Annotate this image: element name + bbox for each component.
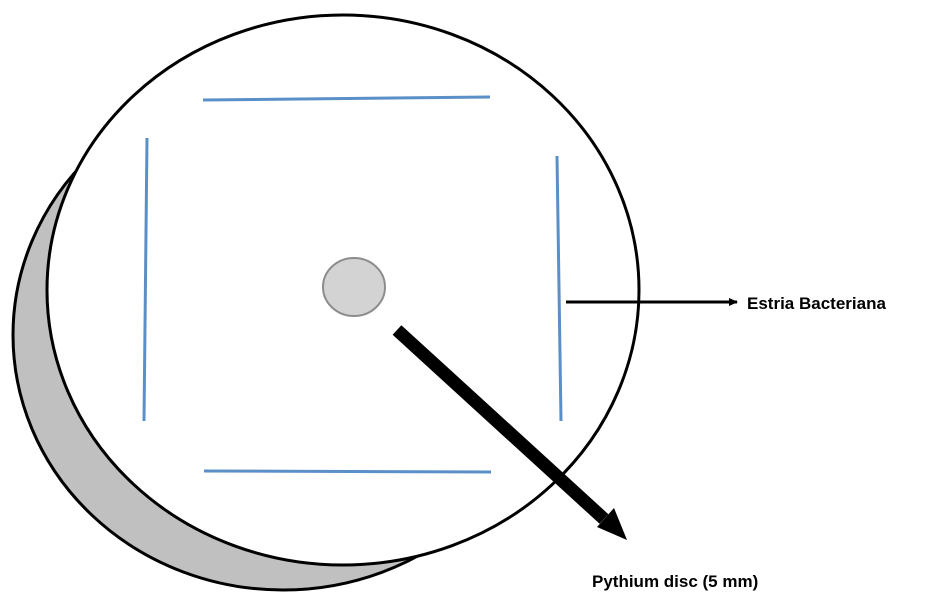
pythium-disc <box>323 258 385 316</box>
bacterial-streak-label: Estria Bacteriana <box>747 295 886 312</box>
bacterial-streak-bottom <box>204 471 491 472</box>
pythium-disc-label: Pythium disc (5 mm) <box>592 573 758 590</box>
